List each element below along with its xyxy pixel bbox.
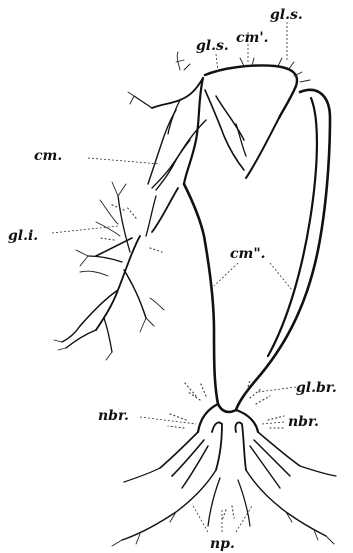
left-ganglion-branches xyxy=(54,182,164,360)
label-gl-i: gl.i. xyxy=(8,228,38,244)
label-gl-br: gl.br. xyxy=(296,380,337,396)
label-np: np. xyxy=(210,536,235,552)
label-cm-left: cm. xyxy=(34,148,62,164)
label-nbr-left: nbr. xyxy=(98,408,129,424)
label-cm-prime: cm'. xyxy=(236,30,269,46)
label-cm-double: cm". xyxy=(230,246,266,262)
label-nbr-right: nbr. xyxy=(288,414,319,430)
label-gl-s-left: gl.s. xyxy=(196,38,229,54)
label-gl-s-right: gl.s. xyxy=(270,7,303,23)
upper-ganglion-branches xyxy=(128,52,310,190)
